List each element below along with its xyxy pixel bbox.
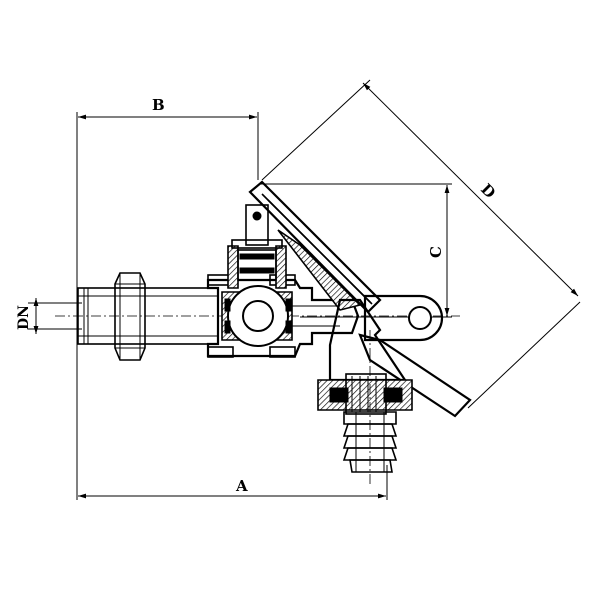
dimension-dn-label: DN: [16, 305, 32, 330]
dimension-b-label: B: [152, 96, 165, 114]
valve-body: [206, 274, 360, 358]
dimension-a: A: [78, 465, 388, 500]
dimension-a-label: A: [235, 477, 248, 495]
dimension-b: B: [76, 96, 259, 500]
inlet-pipe: [77, 272, 219, 361]
dimension-d: D: [261, 79, 581, 409]
dimension-dn: DN: [16, 298, 82, 334]
valve-stem: [227, 204, 287, 289]
outlet-spout: [317, 298, 413, 485]
dimension-c-label: C: [427, 246, 445, 258]
